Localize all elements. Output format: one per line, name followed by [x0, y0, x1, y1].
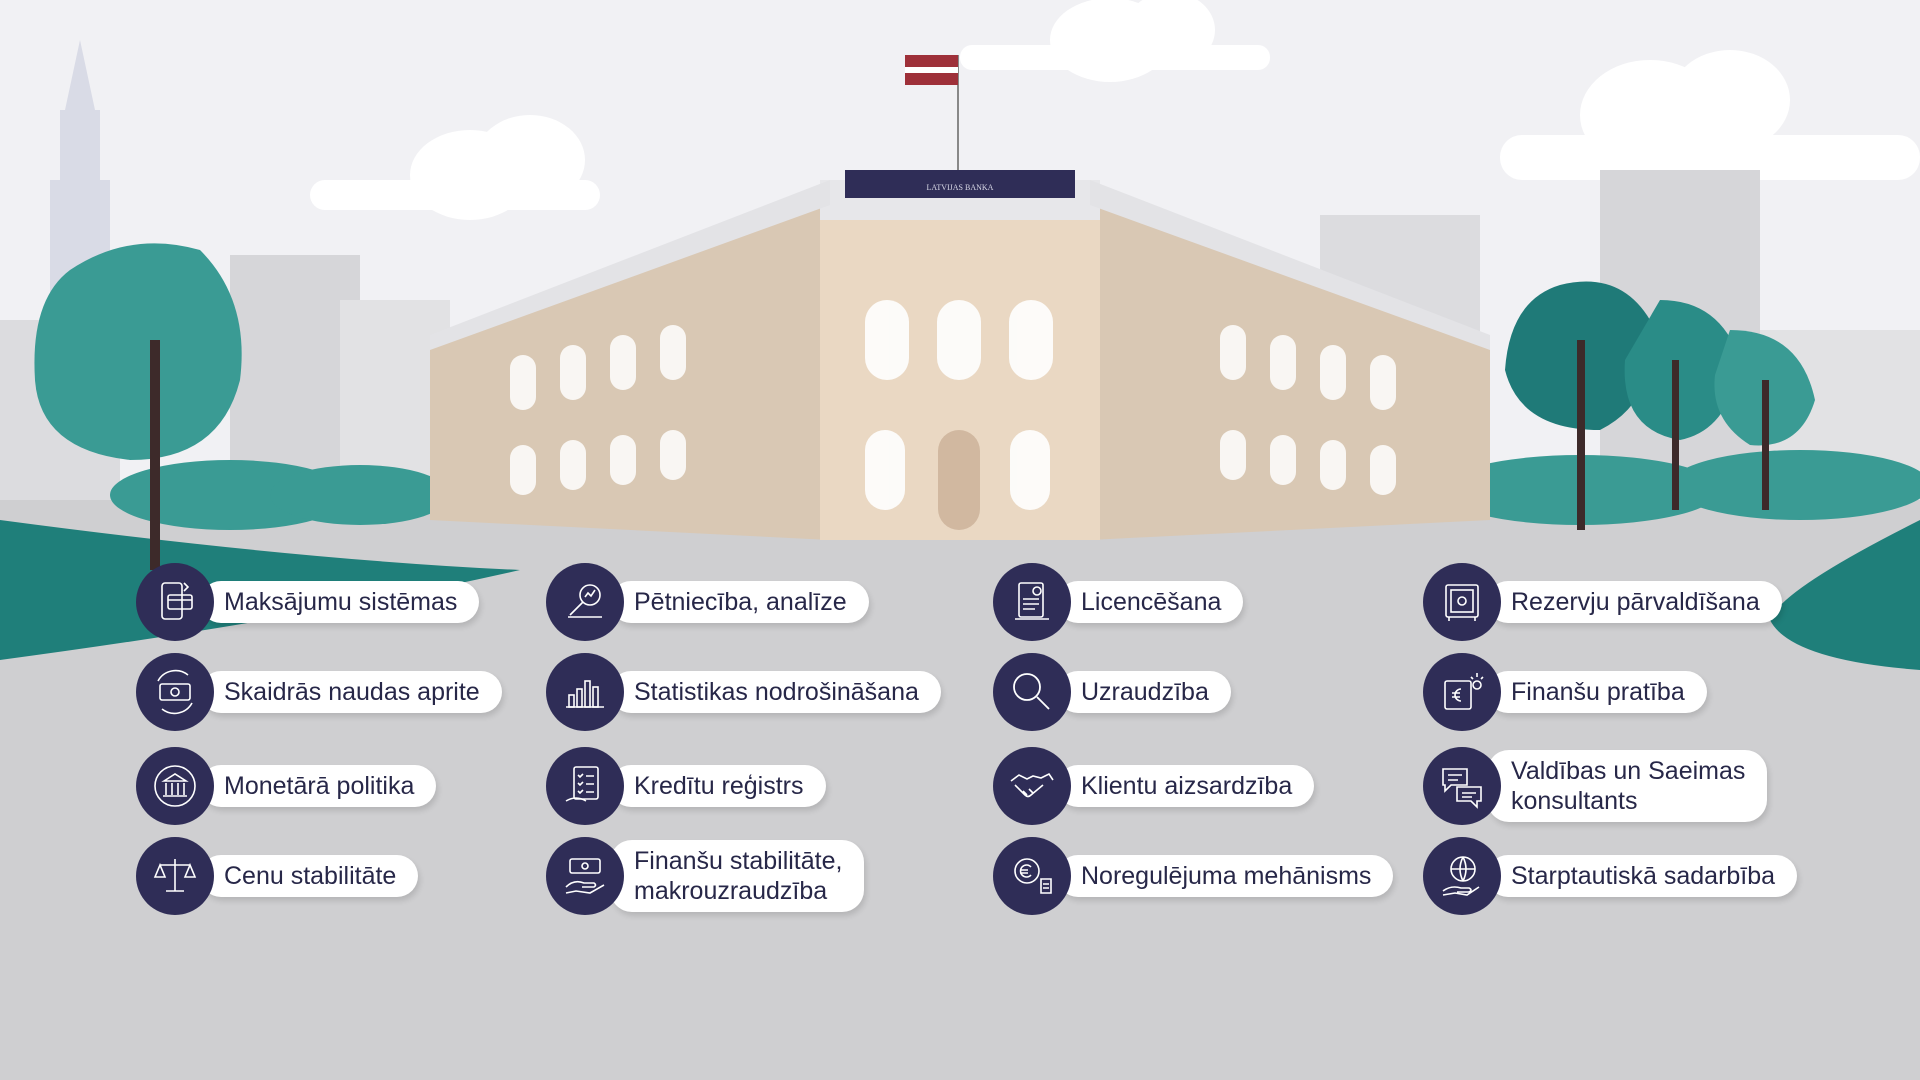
function-label: Cenu stabilitāte — [224, 862, 397, 890]
function-item-financial-literacy[interactable]: Finanšu pratība — [1423, 652, 1707, 732]
bank-building — [430, 55, 1490, 540]
euro-gear-icon — [993, 837, 1071, 915]
function-item-international-cooperation[interactable]: Starptautiskā sadarbība — [1423, 836, 1798, 916]
function-label: Licencēšana — [1081, 588, 1222, 616]
chat-bubbles-icon — [1423, 747, 1501, 825]
function-item-payment-systems[interactable]: Maksājumu sistēmas — [136, 562, 480, 642]
globe-hand-icon — [1423, 837, 1501, 915]
function-label: Maksājumu sistēmas — [224, 588, 458, 616]
magnifier-chart-icon — [546, 563, 624, 641]
function-label-line-1: Valdības un Saeimas — [1511, 757, 1746, 785]
function-item-licensing[interactable]: Licencēšana — [993, 562, 1244, 642]
function-label: Uzraudzība — [1081, 678, 1209, 706]
cloud — [310, 115, 600, 220]
function-item-price-stability[interactable]: Cenu stabilitāte — [136, 836, 419, 916]
certificate-icon — [993, 563, 1071, 641]
cloud — [1500, 50, 1920, 180]
function-item-supervision[interactable]: Uzraudzība — [993, 652, 1231, 732]
function-label: Pētniecība, analīze — [634, 588, 847, 616]
bar-chart-icon — [546, 653, 624, 731]
bank-sign: LATVIJAS BANKA — [927, 183, 994, 192]
function-item-credit-register[interactable]: Kredītu reģistrs — [546, 746, 826, 826]
trees-right — [1505, 281, 1815, 530]
function-item-resolution-mechanism[interactable]: Noregulējuma mehānisms — [993, 836, 1394, 916]
search-icon — [993, 653, 1071, 731]
payment-card-icon — [136, 563, 214, 641]
checklist-icon — [546, 747, 624, 825]
function-item-reserve-management[interactable]: Rezervju pārvaldīšana — [1423, 562, 1782, 642]
function-item-financial-stability[interactable]: Finanšu stabilitāte,makrouzraudzība — [546, 836, 865, 916]
function-label: Klientu aizsardzība — [1081, 772, 1293, 800]
function-item-client-protection[interactable]: Klientu aizsardzība — [993, 746, 1315, 826]
function-item-statistics[interactable]: Statistikas nodrošināšana — [546, 652, 941, 732]
function-label: Skaidrās naudas aprite — [224, 678, 480, 706]
tree-left — [34, 243, 242, 570]
function-label: Finanšu pratība — [1511, 678, 1685, 706]
scales-icon — [136, 837, 214, 915]
function-label: Rezervju pārvaldīšana — [1511, 588, 1760, 616]
function-label: Starptautiskā sadarbība — [1511, 862, 1776, 890]
function-item-monetary-policy[interactable]: Monetārā politika — [136, 746, 437, 826]
bank-building-icon — [136, 747, 214, 825]
safe-icon — [1423, 563, 1501, 641]
handshake-icon — [993, 747, 1071, 825]
cash-circulation-icon — [136, 653, 214, 731]
function-label-line-1: Finanšu stabilitāte, — [634, 847, 843, 875]
money-hand-icon — [546, 837, 624, 915]
cloud — [960, 0, 1270, 82]
function-label-line-2: makrouzraudzība — [634, 877, 828, 905]
function-label-line-2: konsultants — [1511, 787, 1638, 815]
function-label: Noregulējuma mehānisms — [1081, 862, 1372, 890]
function-item-research-analysis[interactable]: Pētniecība, analīze — [546, 562, 869, 642]
function-label: Monetārā politika — [224, 772, 415, 800]
euro-book-icon — [1423, 653, 1501, 731]
function-label: Kredītu reģistrs — [634, 772, 804, 800]
function-item-cash-circulation[interactable]: Skaidrās naudas aprite — [136, 652, 502, 732]
function-label: Statistikas nodrošināšana — [634, 678, 919, 706]
